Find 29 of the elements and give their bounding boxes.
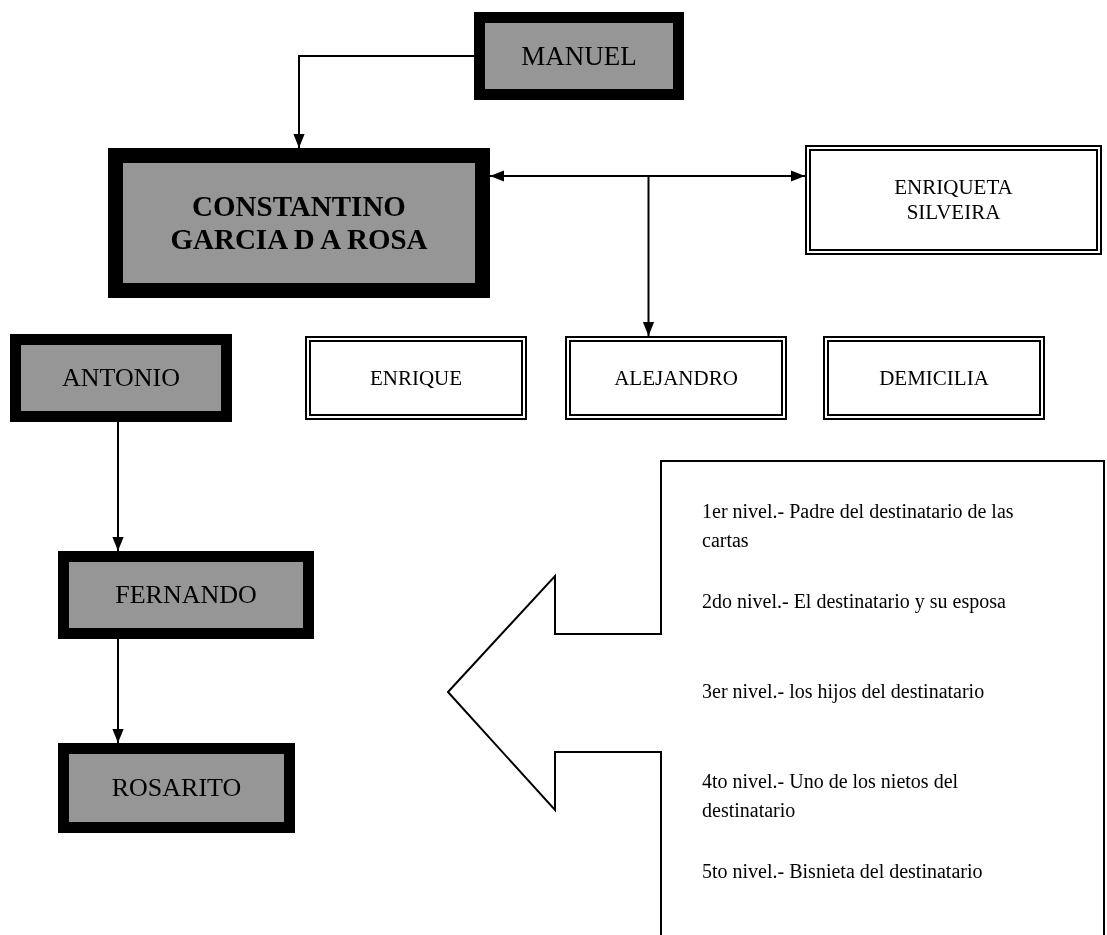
name-box (108, 148, 490, 298)
double-arrow (489, 170, 806, 182)
person-name: ROSARITO (111, 773, 242, 803)
person-name: ALEJANDRO (614, 365, 738, 391)
person-name: FERNANDO (115, 580, 257, 610)
name-box (10, 334, 232, 422)
arrow (112, 421, 124, 552)
level-description: 4to nivel.- Uno de los nietos del destinatario (702, 769, 960, 823)
name-box (805, 145, 1102, 255)
person-name: MANUEL (521, 40, 637, 72)
level-description: 3er nivel.- los hijos del destinatario (702, 679, 986, 705)
arrow (293, 55, 475, 149)
name-box (58, 551, 314, 639)
person-name: CONSTANTINO GARCIA D A ROSA (169, 190, 429, 256)
name-box (565, 336, 787, 420)
person-name: ANTONIO (62, 363, 180, 393)
person-name: DEMICILIA (879, 365, 989, 391)
arrow-callout (447, 460, 1105, 935)
level-description: 5to nivel.- Bisnieta del destinatario (702, 859, 984, 884)
arrow (112, 638, 124, 744)
level-description: 2do nivel.- El destinatario y su esposa (702, 589, 1007, 615)
name-box (474, 12, 684, 100)
name-box (305, 336, 527, 420)
person-name: ENRIQUETA SILVEIRA (893, 175, 1014, 225)
person-name: ENRIQUE (369, 365, 463, 391)
arrow (642, 175, 655, 337)
name-box (58, 743, 295, 833)
level-description: 1er nivel.- Padre del destinatario de las cartas (702, 499, 1015, 553)
name-box (823, 336, 1045, 420)
